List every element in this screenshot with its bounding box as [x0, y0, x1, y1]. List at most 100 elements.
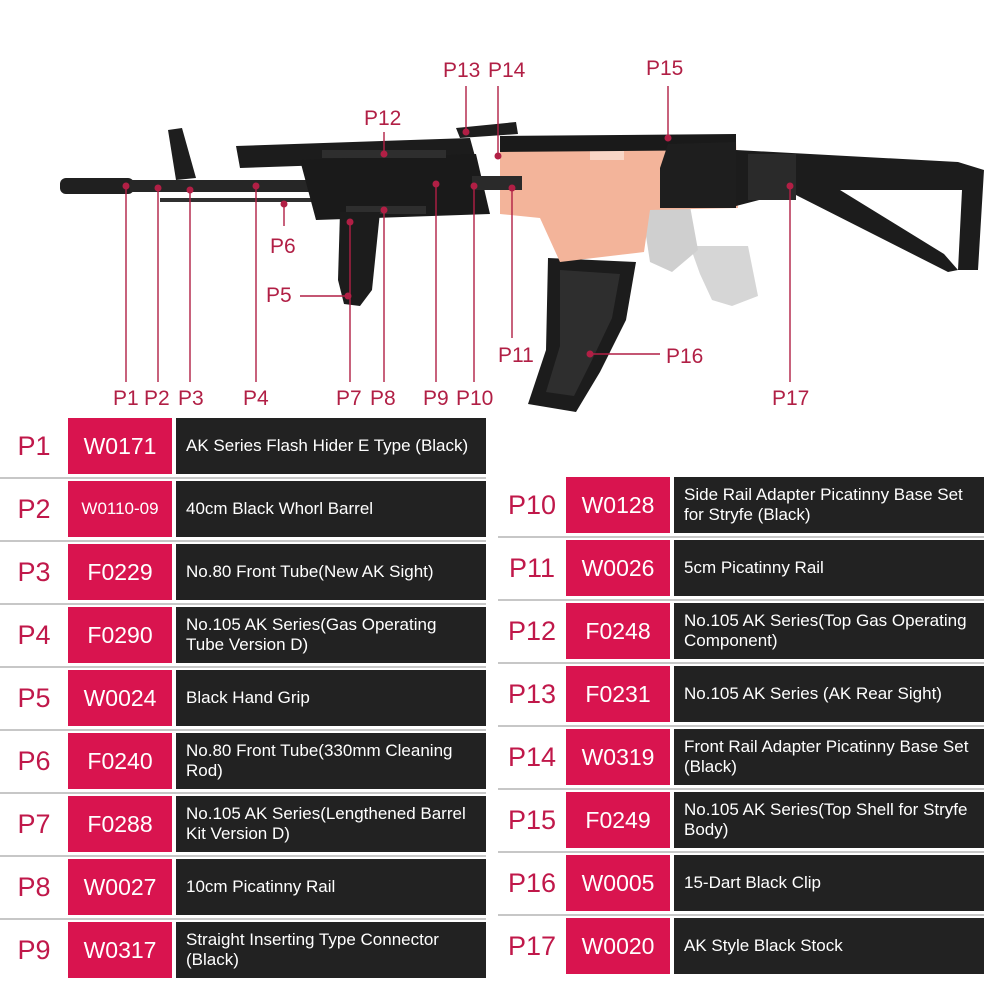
part-code: F0290 [68, 607, 172, 663]
callout-p7: P7 [336, 387, 362, 410]
callout-p17: P17 [772, 387, 810, 410]
side-panel [660, 142, 736, 208]
part-description: No.80 Front Tube(330mm Cleaning Rod) [176, 733, 486, 789]
part-row: P6 F0240 No.80 Front Tube(330mm Cleaning… [0, 733, 490, 794]
part-row: P11 W0026 5cm Picatinny Rail [498, 540, 988, 601]
part-description: AK Style Black Stock [674, 918, 984, 974]
row-divider [498, 599, 984, 601]
callout-p1: P1 [113, 387, 139, 410]
row-divider [498, 536, 984, 538]
part-id: P14 [507, 741, 557, 772]
callout-p11: P11 [498, 344, 534, 367]
stock [736, 150, 984, 272]
part-code: W0024 [68, 670, 172, 726]
hand-grip [338, 212, 380, 306]
part-code: W0005 [566, 855, 670, 911]
row-divider [0, 855, 486, 857]
row-divider [0, 792, 486, 794]
row-divider [0, 729, 486, 731]
part-row: P8 W0027 10cm Picatinny Rail [0, 859, 490, 920]
part-code: W0171 [68, 418, 172, 474]
part-row: P15 F0249 No.105 AK Series(Top Shell for… [498, 792, 988, 853]
part-code: W0110-09 [68, 481, 172, 537]
part-id: P12 [507, 615, 557, 646]
row-divider [498, 725, 984, 727]
part-row: P14 W0319 Front Rail Adapter Picatinny B… [498, 729, 988, 790]
callout-p13: P13 [443, 59, 481, 82]
part-description: AK Series Flash Hider E Type (Black) [176, 418, 486, 474]
row-divider [498, 914, 984, 916]
row-divider [0, 540, 486, 542]
part-id: P7 [17, 808, 51, 839]
part-row: P3 F0229 No.80 Front Tube(New AK Sight) [0, 544, 490, 605]
part-id: P2 [17, 493, 51, 524]
part-code: W0128 [566, 477, 670, 533]
part-description: Straight Inserting Type Connector (Black… [176, 922, 486, 978]
callout-p2: P2 [144, 387, 170, 410]
part-row: P17 W0020 AK Style Black Stock [498, 918, 988, 974]
callout-p4: P4 [243, 387, 269, 410]
part-row: P12 F0248 No.105 AK Series(Top Gas Opera… [498, 603, 988, 664]
leader-lines [125, 86, 791, 382]
part-row: P5 W0024 Black Hand Grip [0, 670, 490, 731]
row-divider [0, 603, 486, 605]
part-id: P17 [507, 930, 557, 961]
part-description: Side Rail Adapter Picatinny Base Set for… [674, 477, 984, 533]
blaster-diagram [60, 86, 984, 412]
part-description: No.105 AK Series(Top Shell for Stryfe Bo… [674, 792, 984, 848]
pistol-grip [690, 246, 758, 306]
part-code: F0229 [68, 544, 172, 600]
part-id: P6 [17, 745, 51, 776]
barrel [130, 180, 320, 192]
cleaning-rod [160, 198, 320, 202]
part-row: P9 W0317 Straight Inserting Type Connect… [0, 922, 490, 978]
part-id: P3 [17, 556, 51, 587]
magazine-clip [528, 258, 636, 412]
part-row: P7 F0288 No.105 AK Series(Lengthened Bar… [0, 796, 490, 857]
trigger-guard [640, 206, 698, 272]
callout-p3: P3 [178, 387, 204, 410]
part-description: Black Hand Grip [176, 670, 486, 726]
part-code: F0249 [566, 792, 670, 848]
part-id: P9 [17, 934, 51, 965]
front-sight [168, 128, 196, 180]
part-code: W0317 [68, 922, 172, 978]
part-description: No.105 AK Series (AK Rear Sight) [674, 666, 984, 722]
part-code: F0240 [68, 733, 172, 789]
part-description: No.105 AK Series(Gas Operating Tube Vers… [176, 607, 486, 663]
part-row: P1 W0171 AK Series Flash Hider E Type (B… [0, 418, 490, 479]
part-row: P4 F0290 No.105 AK Series(Gas Operating … [0, 607, 490, 668]
part-description: No.105 AK Series(Top Gas Operating Compo… [674, 603, 984, 659]
callout-p15: P15 [646, 57, 684, 80]
part-id: P4 [17, 619, 51, 650]
part-code: W0319 [566, 729, 670, 785]
part-description: No.80 Front Tube(New AK Sight) [176, 544, 486, 600]
part-row: P16 W0005 15-Dart Black Clip [498, 855, 988, 916]
part-code: F0231 [566, 666, 670, 722]
part-id: P1 [17, 430, 51, 461]
leader-dots [122, 128, 794, 358]
part-description: 15-Dart Black Clip [674, 855, 984, 911]
part-id: P11 [508, 552, 556, 583]
part-description: 40cm Black Whorl Barrel [176, 481, 486, 537]
part-id: P16 [507, 867, 557, 898]
callout-p12: P12 [364, 107, 402, 130]
part-row: P13 F0231 No.105 AK Series (AK Rear Sigh… [498, 666, 988, 727]
part-id: P15 [507, 804, 557, 835]
callout-p6: P6 [270, 235, 296, 258]
part-description: No.105 AK Series(Lengthened Barrel Kit V… [176, 796, 486, 852]
part-row: P2 W0110-09 40cm Black Whorl Barrel [0, 481, 490, 542]
part-id: P13 [507, 678, 557, 709]
callout-p5: P5 [266, 284, 292, 307]
part-id: P8 [17, 871, 51, 902]
row-divider [0, 918, 486, 920]
callout-p14: P14 [488, 59, 526, 82]
part-description: Front Rail Adapter Picatinny Base Set (B… [674, 729, 984, 785]
part-description: 10cm Picatinny Rail [176, 859, 486, 915]
part-code: F0248 [566, 603, 670, 659]
row-divider [498, 662, 984, 664]
row-divider [498, 788, 984, 790]
part-code: F0288 [68, 796, 172, 852]
part-row: P10 W0128 Side Rail Adapter Picatinny Ba… [498, 477, 988, 538]
part-id: P10 [507, 489, 557, 520]
